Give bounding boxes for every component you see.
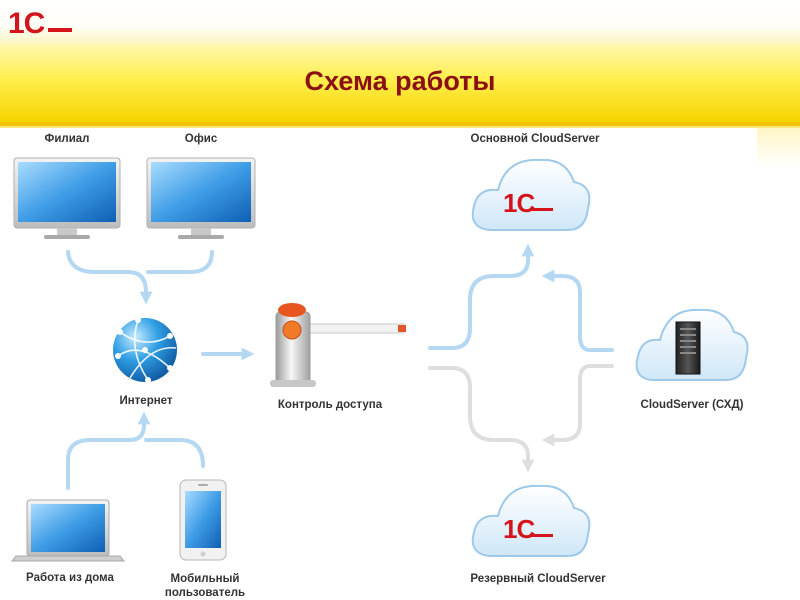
banner-divider-light xyxy=(0,126,800,128)
access-control-label: Контроль доступа xyxy=(277,399,383,411)
cloud-icon: 1С xyxy=(471,484,591,557)
cloud-icon: 1С xyxy=(471,158,591,231)
mobile-user-label: Мобильный пользователь xyxy=(150,572,260,600)
phone-icon xyxy=(179,479,227,561)
arrow-connector xyxy=(428,243,614,352)
logo-text: 1С xyxy=(8,7,45,40)
globe-icon xyxy=(113,317,177,383)
banner-divider xyxy=(0,122,800,126)
arrow-connector xyxy=(66,250,214,305)
monitor-icon xyxy=(146,157,256,239)
svg-text:1С: 1С xyxy=(503,514,535,544)
home-work-label: Работа из дома xyxy=(26,572,114,584)
arrow-connector xyxy=(428,364,614,473)
brand-logo: 1С xyxy=(8,7,72,40)
cloudserver-storage-label: CloudServer (СХД) xyxy=(640,399,744,411)
mobile-user-label-line2: пользователь xyxy=(164,587,246,599)
server-cloud-icon xyxy=(635,308,749,381)
internet-label: Интернет xyxy=(119,395,173,407)
barrier-icon xyxy=(270,303,406,387)
main-cloudserver-label: Основной CloudServer xyxy=(470,133,600,145)
branch-label: Филиал xyxy=(44,133,90,145)
laptop-icon xyxy=(10,499,126,562)
office-label: Офис xyxy=(184,133,218,145)
title-banner xyxy=(0,44,800,122)
monitor-icon xyxy=(13,157,121,239)
mobile-user-label-line1: Мобильный xyxy=(170,573,240,585)
page-title: Схема работы xyxy=(304,66,496,96)
arrow-connector xyxy=(66,411,205,490)
svg-text:1С: 1С xyxy=(503,188,535,218)
logo-bar xyxy=(0,0,800,44)
decorative-strip xyxy=(757,128,800,168)
backup-cloudserver-label: Резервный CloudServer xyxy=(470,573,606,585)
